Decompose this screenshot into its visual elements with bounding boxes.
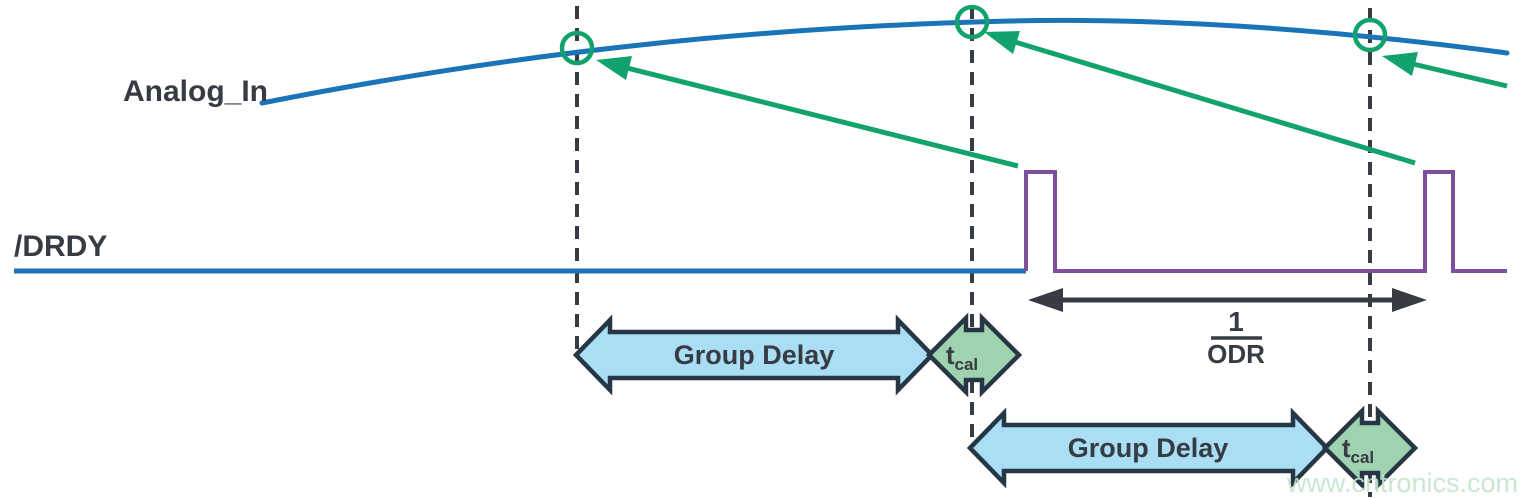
sample-instant-dashed-lines <box>575 6 1372 497</box>
group-delay-label-1: Group Delay <box>674 340 835 370</box>
analog-in-label: Analog_In <box>123 75 268 108</box>
drdy-pulses-purple <box>1024 170 1507 273</box>
pulse-to-sample-arrows <box>596 31 1508 169</box>
group-delay-label-2: Group Delay <box>1068 433 1229 463</box>
odr-arrowhead-left <box>1028 288 1063 312</box>
tcal-arrow-1 <box>925 312 1023 398</box>
odr-arrowhead-right <box>1392 288 1427 312</box>
green-arrow-3 <box>1382 52 1508 89</box>
odr-period-arrow <box>1028 288 1427 312</box>
drdy-trace <box>14 170 1507 274</box>
sample-point-markers <box>559 4 1388 66</box>
tcal-label-1: tcal <box>946 340 978 374</box>
tcal-label-2: tcal <box>1342 433 1374 467</box>
green-arrow-2 <box>984 31 1416 166</box>
sample-circle-1 <box>559 30 595 66</box>
drdy-label: /DRDY <box>14 230 107 263</box>
odr-numerator: 1 <box>1228 306 1244 337</box>
green-arrow-1 <box>596 56 1019 169</box>
green-arrowhead-2 <box>984 31 1020 54</box>
analog-input-curve <box>259 17 1510 106</box>
green-arrowhead-1 <box>596 56 632 80</box>
odr-fraction-label: 1 ODR <box>1207 306 1265 369</box>
watermark-text: www.cntronics.com <box>1286 468 1518 498</box>
sample-circle-2 <box>954 4 990 40</box>
green-arrowhead-3 <box>1382 52 1418 76</box>
sample-circle-3 <box>1352 17 1388 53</box>
tcal-arrow-2 <box>1321 405 1419 491</box>
odr-denominator: ODR <box>1207 339 1265 369</box>
